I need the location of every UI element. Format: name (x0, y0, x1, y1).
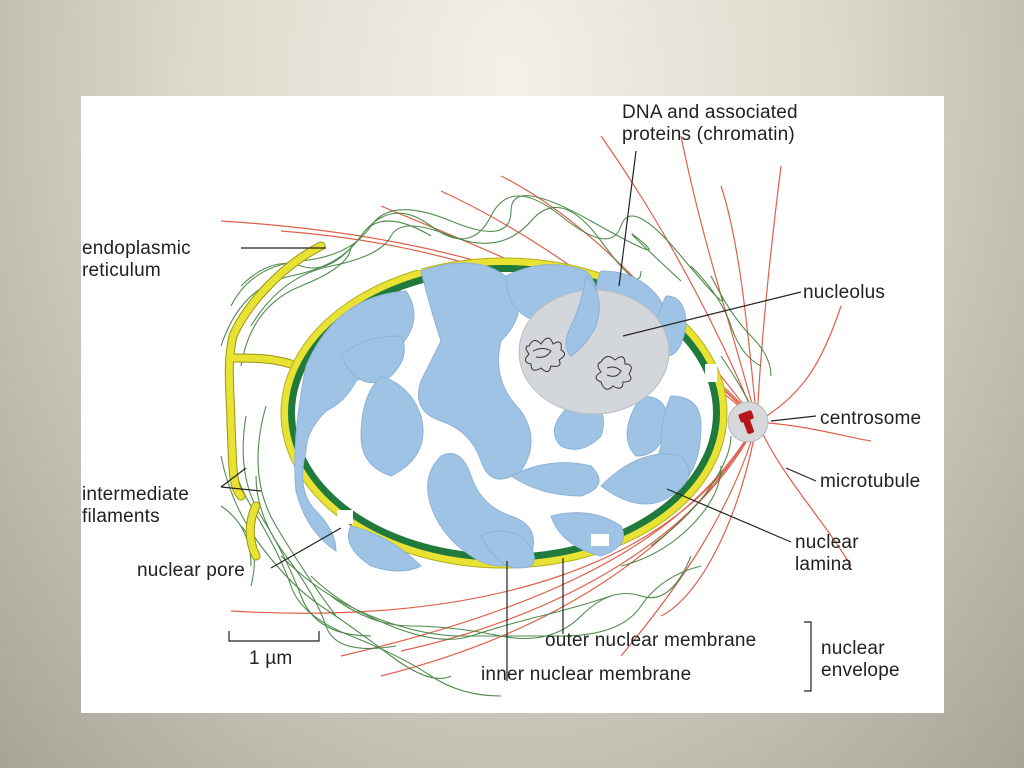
label-centrosome: centrosome (820, 408, 922, 429)
label-endoplasmic-reticulum: endoplasmic reticulum (82, 238, 191, 281)
label-inner-nuclear-membrane: inner nuclear membrane (481, 664, 692, 685)
label-nuclear-lamina: nuclear lamina (795, 532, 859, 575)
nucleolus-chromatin-strand (565, 274, 600, 357)
chromatin (294, 262, 702, 572)
label-nuclear-pore: nuclear pore (137, 560, 246, 581)
diagram-panel: DNA and associated proteins (chromatin) … (81, 96, 944, 713)
nucleolar-fibrils (525, 337, 632, 390)
label-outer-nuclear-membrane: outer nuclear membrane (545, 630, 757, 651)
label-intermediate-filaments: intermediate filaments (82, 484, 189, 527)
label-microtubule: microtubule (820, 471, 921, 492)
leader-lines (220, 150, 817, 692)
intermediate-filament-meshwork (220, 195, 772, 697)
nucleus (280, 257, 728, 572)
centrosome (727, 401, 769, 443)
label-chromatin: DNA and associated proteins (chromatin) (622, 102, 798, 145)
nucleus-diagram (220, 135, 872, 697)
label-nuclear-envelope: nuclear envelope (821, 638, 900, 681)
label-nucleolus: nucleolus (803, 282, 886, 303)
label-scale-bar: 1 µm (249, 648, 293, 669)
